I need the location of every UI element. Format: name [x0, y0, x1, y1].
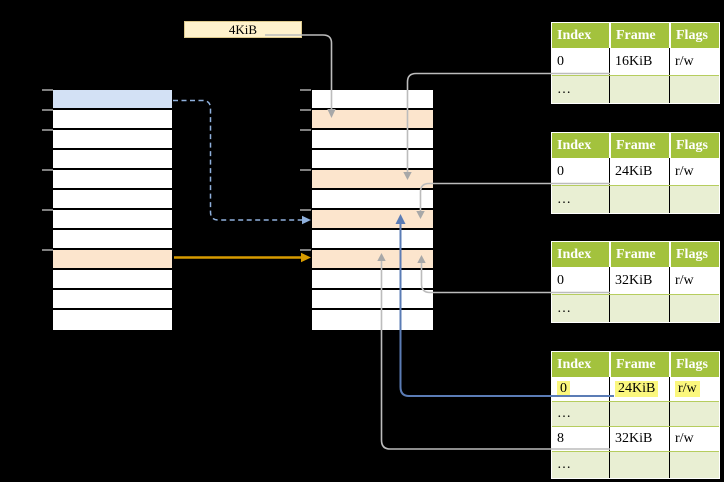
column-header-flags: Flags	[669, 23, 719, 48]
page-size-label: 4KiB	[228, 22, 258, 37]
virtual-memory-column	[51, 88, 174, 332]
table-cell: 32KiB	[609, 427, 669, 451]
memory-cell	[53, 210, 172, 230]
memory-cell	[312, 310, 433, 330]
table-row: …	[552, 75, 719, 103]
column-header-index: Index	[557, 246, 592, 262]
table-cell: 0	[552, 377, 609, 401]
table-cell: …	[557, 406, 571, 421]
table-row: …	[552, 294, 719, 322]
table-cell: …	[557, 191, 571, 207]
column-header-frame: Frame	[609, 23, 669, 48]
column-header-frame: Frame	[609, 242, 669, 267]
table-row: …	[552, 185, 719, 213]
ruler-tick	[300, 109, 311, 111]
memory-cell	[53, 110, 172, 130]
table-cell: …	[557, 81, 571, 97]
table-row: …	[552, 401, 719, 426]
memory-cell	[53, 90, 172, 110]
table-cell: 8	[557, 431, 564, 446]
table-cell	[669, 402, 719, 426]
ruler-tick	[300, 169, 311, 171]
table-cell: r/w	[669, 377, 719, 401]
memory-cell	[53, 270, 172, 290]
ruler-tick	[300, 89, 311, 91]
column-header-frame: Frame	[609, 352, 669, 377]
memory-cell	[312, 250, 433, 270]
table-cell	[609, 186, 669, 213]
memory-cell	[312, 90, 433, 110]
table-cell: 32KiB	[609, 267, 669, 294]
table-cell: 24KiB	[609, 377, 669, 401]
table-cell	[669, 295, 719, 322]
memory-cell	[312, 290, 433, 310]
ruler-tick	[42, 209, 53, 211]
memory-cell	[312, 210, 433, 230]
table-cell: 0	[557, 163, 564, 179]
table-cell: …	[557, 457, 571, 472]
memory-cell	[312, 170, 433, 190]
column-header-flags: Flags	[669, 352, 719, 377]
column-header-flags: Flags	[669, 242, 719, 267]
table-cell	[609, 402, 669, 426]
table-cell	[609, 452, 669, 478]
table-cell: 0	[557, 272, 564, 288]
memory-cell	[53, 290, 172, 310]
memory-cell	[53, 170, 172, 190]
ruler-tick	[300, 209, 311, 211]
memory-cell	[312, 190, 433, 210]
table-cell: r/w	[669, 158, 719, 185]
memory-cell	[312, 130, 433, 150]
physical-memory-column	[310, 88, 435, 332]
memory-cell	[53, 190, 172, 210]
table-cell: 24KiB	[609, 158, 669, 185]
memory-cell	[53, 310, 172, 330]
memory-cell	[312, 230, 433, 250]
table-cell: …	[557, 300, 571, 316]
table-cell: 16KiB	[609, 48, 669, 75]
memory-cell	[53, 150, 172, 170]
ruler-tick	[42, 129, 53, 131]
memory-cell	[312, 150, 433, 170]
ruler-tick	[42, 109, 53, 111]
table-cell: 0	[557, 53, 564, 69]
table-cell: r/w	[669, 267, 719, 294]
table-cell: r/w	[669, 427, 719, 451]
table-cell	[669, 452, 719, 478]
column-header-frame: Frame	[609, 133, 669, 158]
column-header-index: Index	[557, 27, 592, 43]
memory-cell	[312, 270, 433, 290]
column-header-flags: Flags	[669, 133, 719, 158]
table-cell: r/w	[669, 48, 719, 75]
table-cell	[609, 76, 669, 103]
memory-cell	[53, 250, 172, 270]
ruler-tick	[42, 169, 53, 171]
memory-cell	[53, 230, 172, 250]
memory-cell	[53, 130, 172, 150]
arrow-virtual-blue-to-physical	[173, 99, 302, 221]
column-header-index: Index	[557, 137, 592, 153]
ruler-tick	[300, 249, 311, 251]
table-cell	[669, 76, 719, 103]
column-header-index: Index	[557, 356, 592, 372]
table-row: …	[552, 451, 719, 478]
ruler-tick	[300, 129, 311, 131]
ruler-tick	[42, 89, 53, 91]
ruler-tick	[42, 249, 53, 251]
memory-cell	[312, 110, 433, 130]
table-cell	[669, 186, 719, 213]
table-cell	[609, 295, 669, 322]
page-size-box: 4KiB	[184, 21, 302, 38]
